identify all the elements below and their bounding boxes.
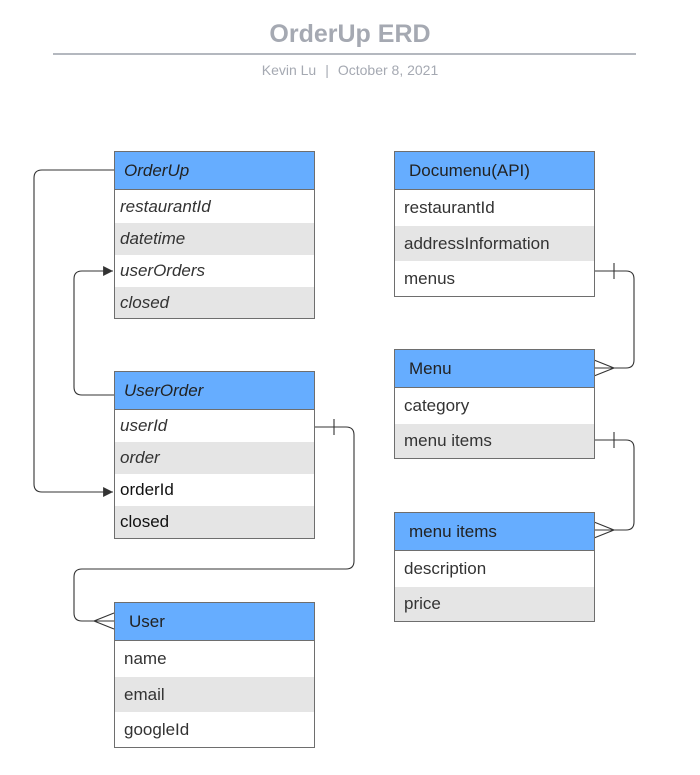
field-description: description (404, 559, 487, 578)
crowfoot-user (92, 612, 115, 630)
field-email: email (115, 677, 314, 712)
field-closed: closed (115, 287, 314, 318)
field-googleid: googleId (124, 719, 190, 739)
entity-orderup-header: OrderUp (115, 152, 314, 190)
entity-orderup: OrderUp restaurantId datetime userOrders… (114, 151, 315, 319)
diagram-subtitle: Kevin Lu | October 8, 2021 (0, 62, 700, 78)
field-addressinformation: addressInformation (395, 226, 594, 261)
entity-menuitems: menu items description price (394, 512, 595, 622)
connector-userid-to-user (73, 426, 355, 622)
date: October 8, 2021 (337, 62, 439, 78)
connector-menus-to-menu (594, 270, 635, 369)
field-orderid: orderId (120, 480, 174, 499)
field-restaurantid: restaurantId (120, 196, 211, 216)
field-menus: menus (404, 268, 456, 288)
connector-orderup-to-orderid (33, 169, 114, 497)
title-divider (53, 53, 636, 55)
field-userorders: userOrders (120, 261, 206, 280)
entity-documenu: Documenu(API) restaurantId addressInform… (394, 151, 595, 297)
crowfoot-menu (593, 359, 616, 377)
author: Kevin Lu (261, 62, 317, 78)
subtitle-separator: | (325, 62, 329, 78)
field-userid: userId (120, 416, 168, 435)
entity-menu-header: Menu (395, 350, 594, 388)
field-documenu-restaurantid: restaurantId (404, 198, 495, 217)
entity-menuitems-header: menu items (395, 513, 594, 551)
diagram-title: OrderUp ERD (269, 20, 431, 48)
field-name: name (124, 649, 167, 668)
entity-user: User name email googleId (114, 602, 315, 748)
entity-userorder-header: UserOrder (115, 372, 314, 410)
field-order: order (115, 442, 314, 474)
entity-menu: Menu category menu items (394, 349, 595, 459)
field-menu-items: menu items (395, 424, 594, 458)
entity-user-header: User (115, 603, 314, 641)
entity-userorder: UserOrder userId order orderId closed (114, 371, 315, 539)
field-userorder-closed: closed (115, 506, 314, 538)
entity-documenu-header: Documenu(API) (395, 152, 594, 190)
field-price: price (395, 587, 594, 621)
connector-userorder-to-userorders (73, 266, 114, 396)
field-category: category (404, 396, 470, 415)
connector-menuitems-to-entity (594, 439, 635, 531)
crowfoot-menuitems (593, 521, 616, 539)
field-datetime: datetime (115, 223, 314, 255)
